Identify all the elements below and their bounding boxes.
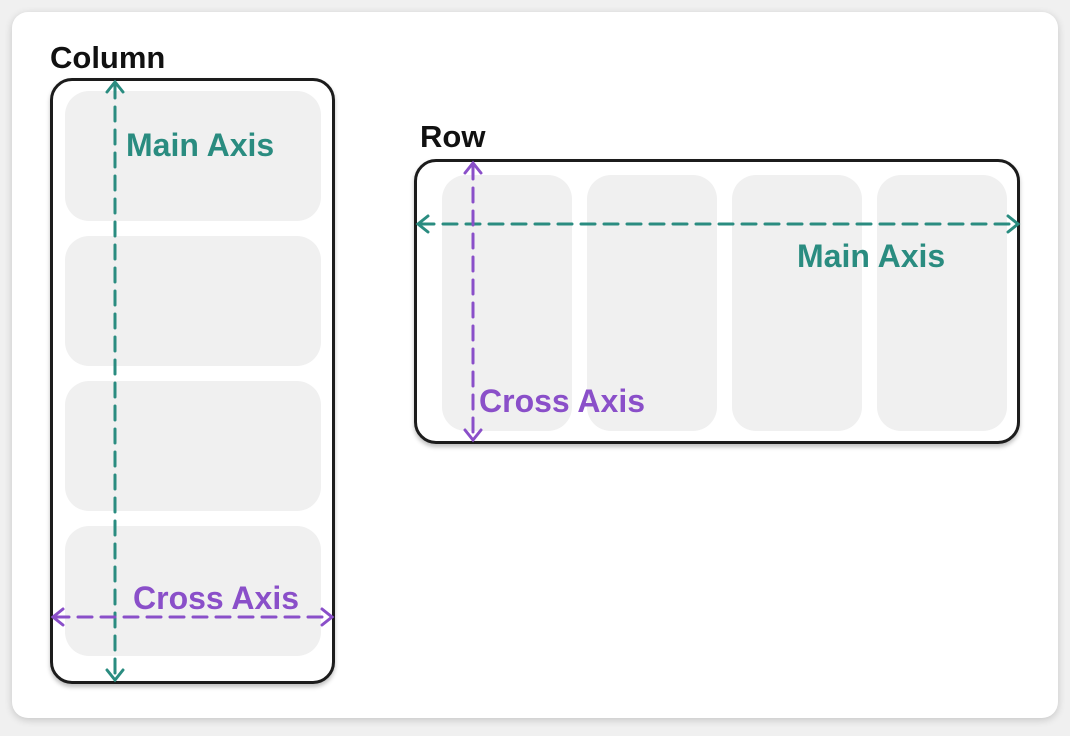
column-cell [65, 526, 321, 656]
column-cell [65, 236, 321, 366]
row-cell [877, 175, 1007, 431]
row-container [414, 159, 1020, 444]
column-cross-axis-label: Cross Axis [133, 580, 299, 616]
column-cell [65, 381, 321, 511]
column-cell [65, 91, 321, 221]
column-container [50, 78, 335, 684]
row-main-axis-label: Main Axis [797, 238, 946, 274]
row-title: Row [420, 119, 486, 154]
row-cell [732, 175, 862, 431]
column-title: Column [50, 40, 166, 75]
row-cell [587, 175, 717, 431]
row-cell [442, 175, 572, 431]
row-cross-axis-label: Cross Axis [479, 383, 645, 419]
column-main-axis-label: Main Axis [126, 127, 275, 163]
